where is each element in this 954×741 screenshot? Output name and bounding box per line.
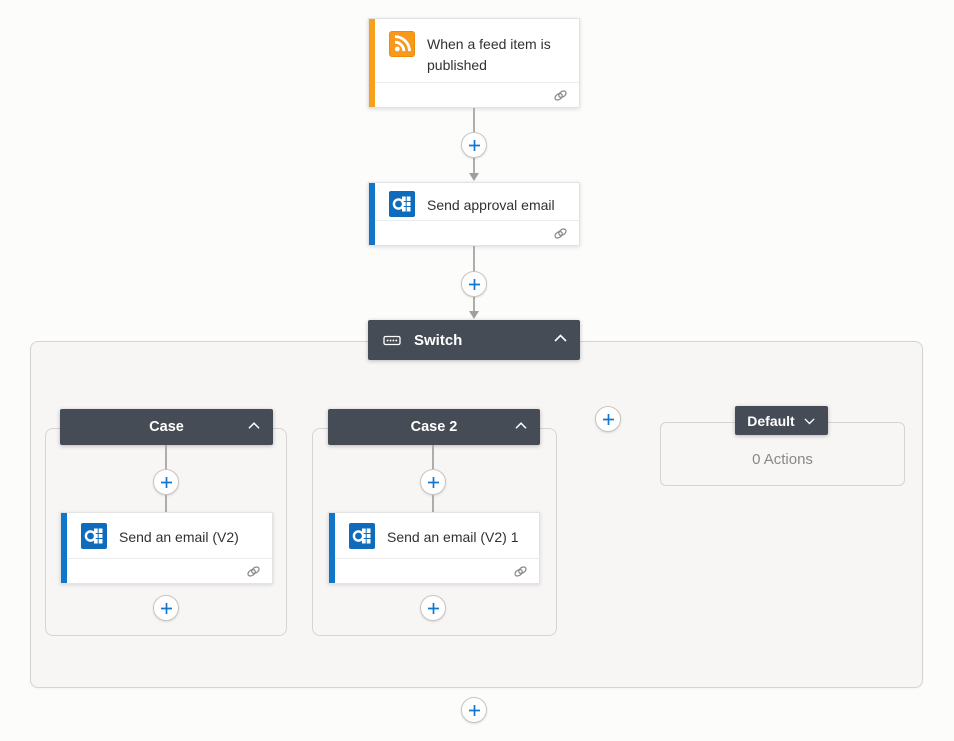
outlook-icon: [81, 523, 107, 549]
collapse-button[interactable]: [553, 331, 568, 349]
case2-email-card[interactable]: Send an email (V2) 1: [328, 512, 540, 584]
chevron-down-icon[interactable]: [803, 416, 816, 426]
switch-header[interactable]: Switch: [368, 320, 580, 360]
trigger-card[interactable]: When a feed item is published: [368, 18, 580, 108]
action-accent-bar: [329, 513, 335, 583]
insert-step-button[interactable]: [420, 595, 446, 621]
connector-arrow: [469, 311, 479, 319]
chevron-up-icon: [554, 334, 567, 342]
switch-icon: [383, 335, 401, 346]
case1-header[interactable]: Case: [60, 409, 273, 445]
collapse-button[interactable]: [247, 418, 261, 436]
collapse-button[interactable]: [514, 418, 528, 436]
connection-icon: [247, 565, 260, 577]
connector-arrow: [469, 173, 479, 181]
plus-icon: [427, 602, 439, 614]
connector-line: [432, 495, 434, 513]
action-accent-bar: [369, 183, 375, 245]
case2-header[interactable]: Case 2: [328, 409, 540, 445]
approval-title: Send approval email: [427, 197, 555, 213]
insert-step-button[interactable]: [153, 595, 179, 621]
case2-title: Case 2: [410, 419, 458, 435]
plus-icon: [160, 602, 172, 614]
insert-step-button[interactable]: [153, 469, 179, 495]
outlook-icon: [389, 191, 415, 217]
plus-icon: [468, 278, 480, 290]
case1-email-card[interactable]: Send an email (V2): [60, 512, 273, 584]
connection-icon: [554, 89, 567, 101]
connection-icon: [554, 227, 567, 239]
default-case-body: 0 Actions: [752, 450, 813, 468]
approval-action-card[interactable]: Send approval email: [368, 182, 580, 246]
rss-icon: [389, 31, 415, 57]
add-case-button[interactable]: [595, 406, 621, 432]
outlook-icon: [349, 523, 375, 549]
chevron-up-icon: [248, 422, 260, 429]
insert-step-button[interactable]: [461, 271, 487, 297]
case1-title: Case: [149, 419, 184, 435]
plus-icon: [427, 476, 439, 488]
insert-step-button[interactable]: [461, 132, 487, 158]
plus-icon: [468, 704, 480, 716]
trigger-title: When a feed item is published: [427, 36, 551, 73]
plus-icon: [160, 476, 172, 488]
insert-step-button[interactable]: [420, 469, 446, 495]
default-case-title: Default: [747, 412, 795, 429]
default-case-header[interactable]: Default: [735, 406, 828, 435]
connector-line: [165, 445, 167, 471]
switch-title: Switch: [414, 331, 463, 349]
connector-line: [165, 495, 167, 513]
chevron-up-icon: [515, 422, 527, 429]
plus-icon: [468, 139, 480, 151]
trigger-accent-bar: [369, 19, 375, 107]
new-step-button[interactable]: [461, 697, 487, 723]
case2-action-title: Send an email (V2) 1: [387, 529, 519, 545]
connection-icon: [514, 565, 527, 577]
connector-line: [432, 445, 434, 471]
action-accent-bar: [61, 513, 67, 583]
plus-icon: [602, 413, 614, 425]
case1-action-title: Send an email (V2): [119, 529, 239, 545]
